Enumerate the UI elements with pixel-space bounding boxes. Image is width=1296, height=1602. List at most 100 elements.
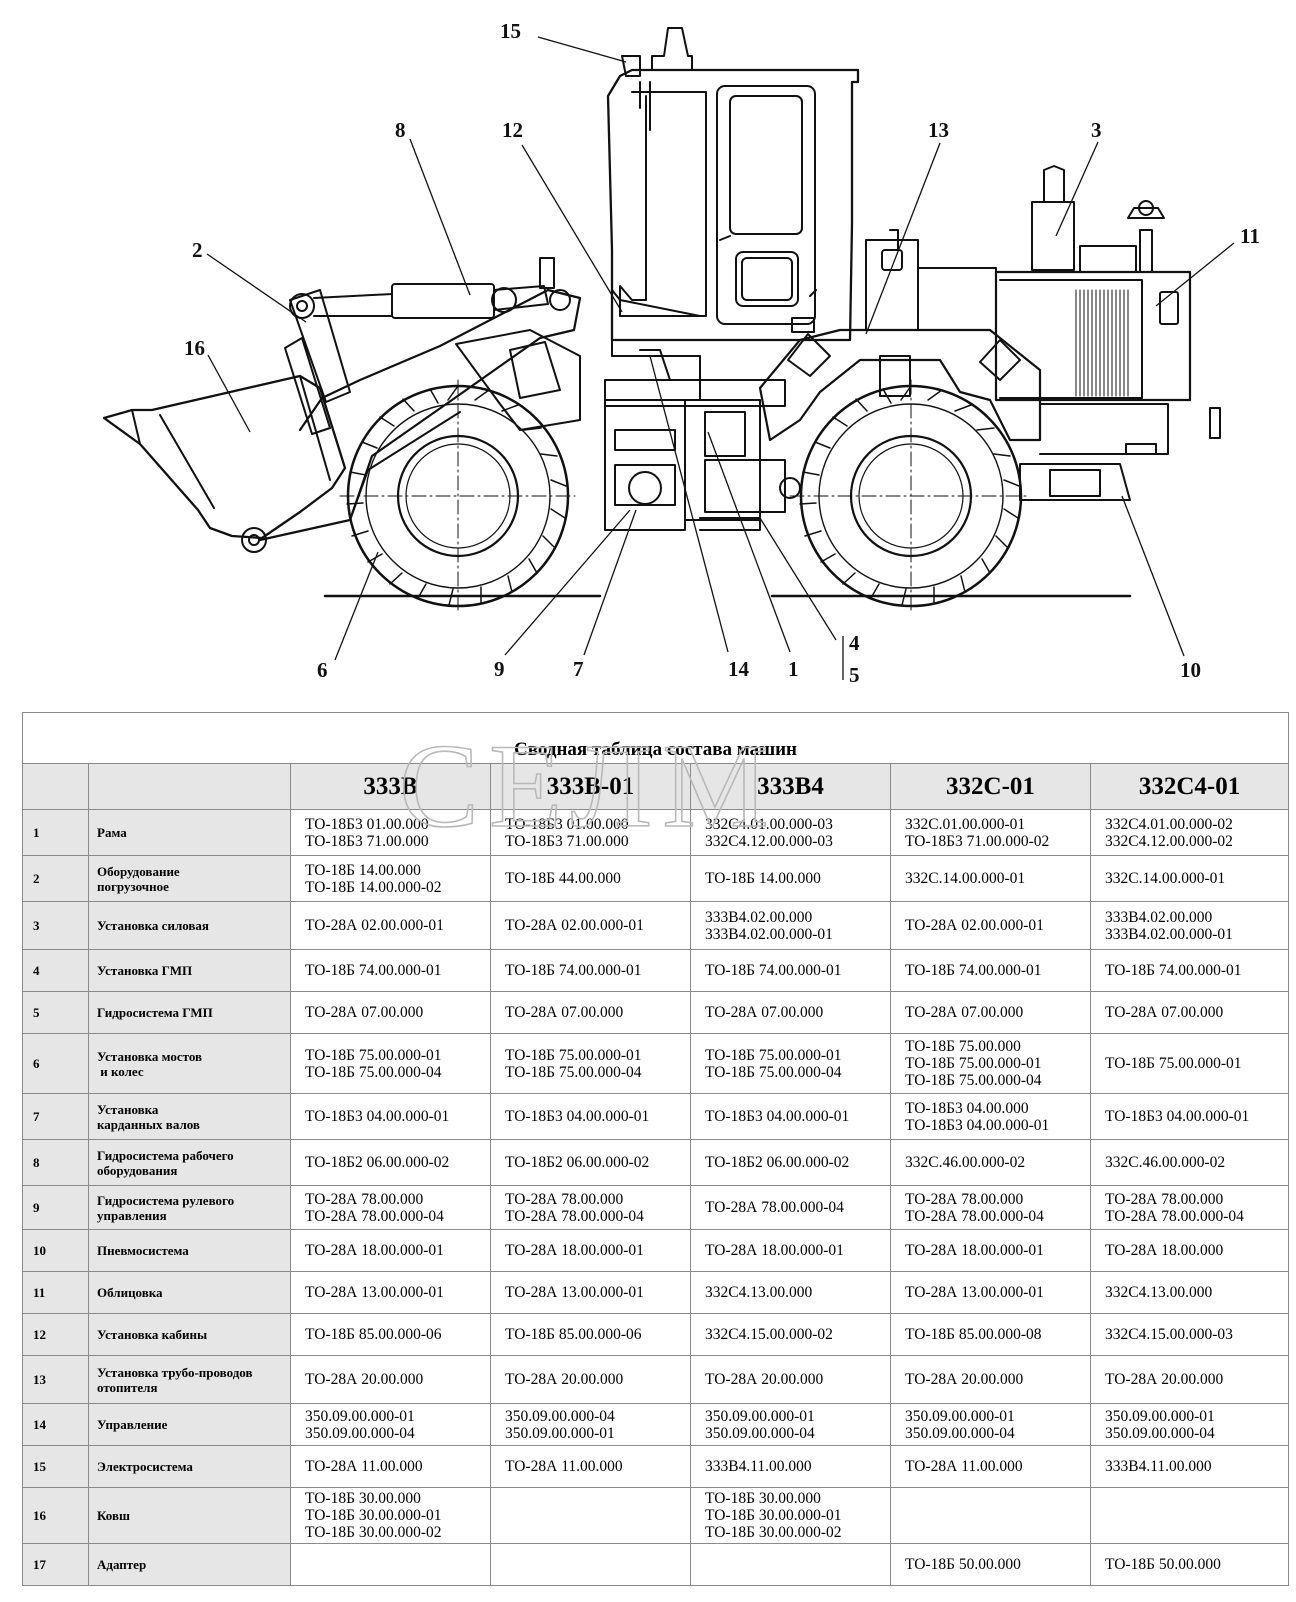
- cell-line: ТО-18Б 30.00.000: [705, 1490, 821, 1507]
- header-blank-name: [88, 763, 291, 810]
- row-name-line: Гидросистема ГМП: [97, 1005, 213, 1020]
- row-name-line: Установка трубо-проводов: [97, 1364, 253, 1380]
- cell-line: ТО-18Б2 06.00.000-02: [705, 1154, 850, 1171]
- row-number: 12: [22, 1313, 89, 1356]
- cell-line: ТО-18Б3 04.00.000-01: [505, 1108, 650, 1125]
- cell-line: ТО-18Б2 06.00.000-02: [505, 1154, 650, 1171]
- cell-line: ТО-18Б3 01.00.000: [305, 815, 429, 833]
- cell-line: ТО-18Б 74.00.000-01: [705, 962, 842, 979]
- row-name-line: Электросистема: [97, 1459, 193, 1474]
- row-name-line: управления: [97, 1207, 167, 1223]
- cell-line: ТО-18Б 14.00.000: [305, 861, 421, 879]
- cell-line: ТО-18Б3 04.00.000-01: [905, 1116, 1050, 1134]
- row-number: 9: [22, 1185, 89, 1230]
- table-cell: ТО-18Б 14.00.000: [690, 855, 891, 902]
- row-name: Установка кабины: [88, 1313, 291, 1356]
- cell-line: 333В4.02.00.000: [705, 908, 813, 926]
- row-name: Облицовка: [88, 1271, 291, 1314]
- table-cell: ТО-28А 18.00.000-01: [490, 1229, 691, 1272]
- row-name-line: Облицовка: [97, 1285, 163, 1300]
- table-cell: 332С4.15.00.000-03: [1089, 1313, 1290, 1356]
- cell-line: ТО-28А 18.00.000-01: [705, 1242, 844, 1259]
- table-cell: ТО-28А 20.00.000: [690, 1355, 891, 1404]
- cell-line: ТО-28А 78.00.000-04: [905, 1207, 1044, 1225]
- table-cell: ТО-28А 13.00.000-01: [490, 1271, 691, 1314]
- row-name: Пневмосистема: [88, 1229, 291, 1272]
- cell-line: ТО-28А 20.00.000: [505, 1371, 624, 1388]
- table-cell: 333В4.11.00.000: [1089, 1445, 1290, 1488]
- table-cell: ТО-28А 18.00.000-01: [290, 1229, 491, 1272]
- table-cell: ТО-28А 13.00.000-01: [890, 1271, 1091, 1314]
- cell-line: 350.09.00.000-04: [505, 1407, 615, 1425]
- callout-5: 5: [849, 663, 860, 687]
- row-name-line: Пневмосистема: [97, 1243, 189, 1258]
- table-cell: ТО-18Б3 04.00.000-01: [290, 1093, 491, 1140]
- table-cell: ТО-18Б 74.00.000-01: [890, 949, 1091, 992]
- cell-line: ТО-18Б 75.00.000-04: [505, 1063, 642, 1081]
- cell-line: 333В4.11.00.000: [705, 1458, 812, 1475]
- callout-13: 13: [928, 118, 949, 142]
- cell-line: ТО-28А 18.00.000: [1105, 1242, 1224, 1259]
- table-cell: ТО-28А 18.00.000-01: [890, 1229, 1091, 1272]
- row-name: Ковш: [88, 1487, 291, 1544]
- table-cell: [290, 1543, 491, 1586]
- cell-line: ТО-18Б 50.00.000: [1105, 1556, 1221, 1573]
- row-number: 7: [22, 1093, 89, 1140]
- row-name-line: Оборудование: [97, 863, 180, 879]
- cell-line: 350.09.00.000-01: [1105, 1407, 1215, 1425]
- table-cell: ТО-28А 20.00.000: [890, 1355, 1091, 1404]
- cell-line: 333В4.11.00.000: [1105, 1458, 1212, 1475]
- column-header: 333В: [290, 763, 491, 810]
- cell-line: 333В4.02.00.000-01: [705, 925, 833, 943]
- callout-14: 14: [728, 657, 750, 681]
- row-name-line: и колес: [97, 1063, 144, 1079]
- row-name: Адаптер: [88, 1543, 291, 1586]
- table-cell: ТО-28А 18.00.000-01: [690, 1229, 891, 1272]
- row-name: Управление: [88, 1403, 291, 1446]
- row-name-line: отопителя: [97, 1379, 158, 1395]
- table-cell: ТО-18Б2 06.00.000-02: [490, 1139, 691, 1186]
- cell-line: ТО-18Б 75.00.000-04: [705, 1063, 842, 1081]
- table-cell: 332С4.13.00.000: [1089, 1271, 1290, 1314]
- table-cell: ТО-18Б 74.00.000-01: [1089, 949, 1290, 992]
- column-header: 332С-01: [890, 763, 1091, 810]
- cell-line: ТО-28А 18.00.000-01: [305, 1242, 444, 1259]
- table-cell: ТО-18Б 50.00.000: [890, 1543, 1091, 1586]
- cell-line: ТО-28А 78.00.000-04: [305, 1207, 444, 1225]
- cell-line: ТО-28А 11.00.000: [505, 1458, 623, 1475]
- cell-line: 350.09.00.000-04: [705, 1424, 815, 1442]
- table-cell: ТО-18Б2 06.00.000-02: [290, 1139, 491, 1186]
- cell-line: ТО-28А 11.00.000: [305, 1458, 423, 1475]
- cell-line: ТО-18Б3 01.00.000: [505, 815, 629, 833]
- cell-line: 350.09.00.000-01: [505, 1424, 615, 1442]
- row-name: Гидросистема ГМП: [88, 991, 291, 1034]
- cell-line: 332С4.12.00.000-03: [705, 832, 833, 850]
- table-cell: ТО-28А 11.00.000: [490, 1445, 691, 1488]
- table-cell: ТО-18Б 74.00.000-01: [290, 949, 491, 992]
- cell-line: 333В4.02.00.000: [1105, 908, 1213, 926]
- cell-line: ТО-28А 78.00.000-04: [505, 1207, 644, 1225]
- cell-line: ТО-18Б 75.00.000-01: [505, 1046, 642, 1064]
- row-number: 13: [22, 1355, 89, 1404]
- table-cell: ТО-28А 02.00.000-01: [890, 901, 1091, 950]
